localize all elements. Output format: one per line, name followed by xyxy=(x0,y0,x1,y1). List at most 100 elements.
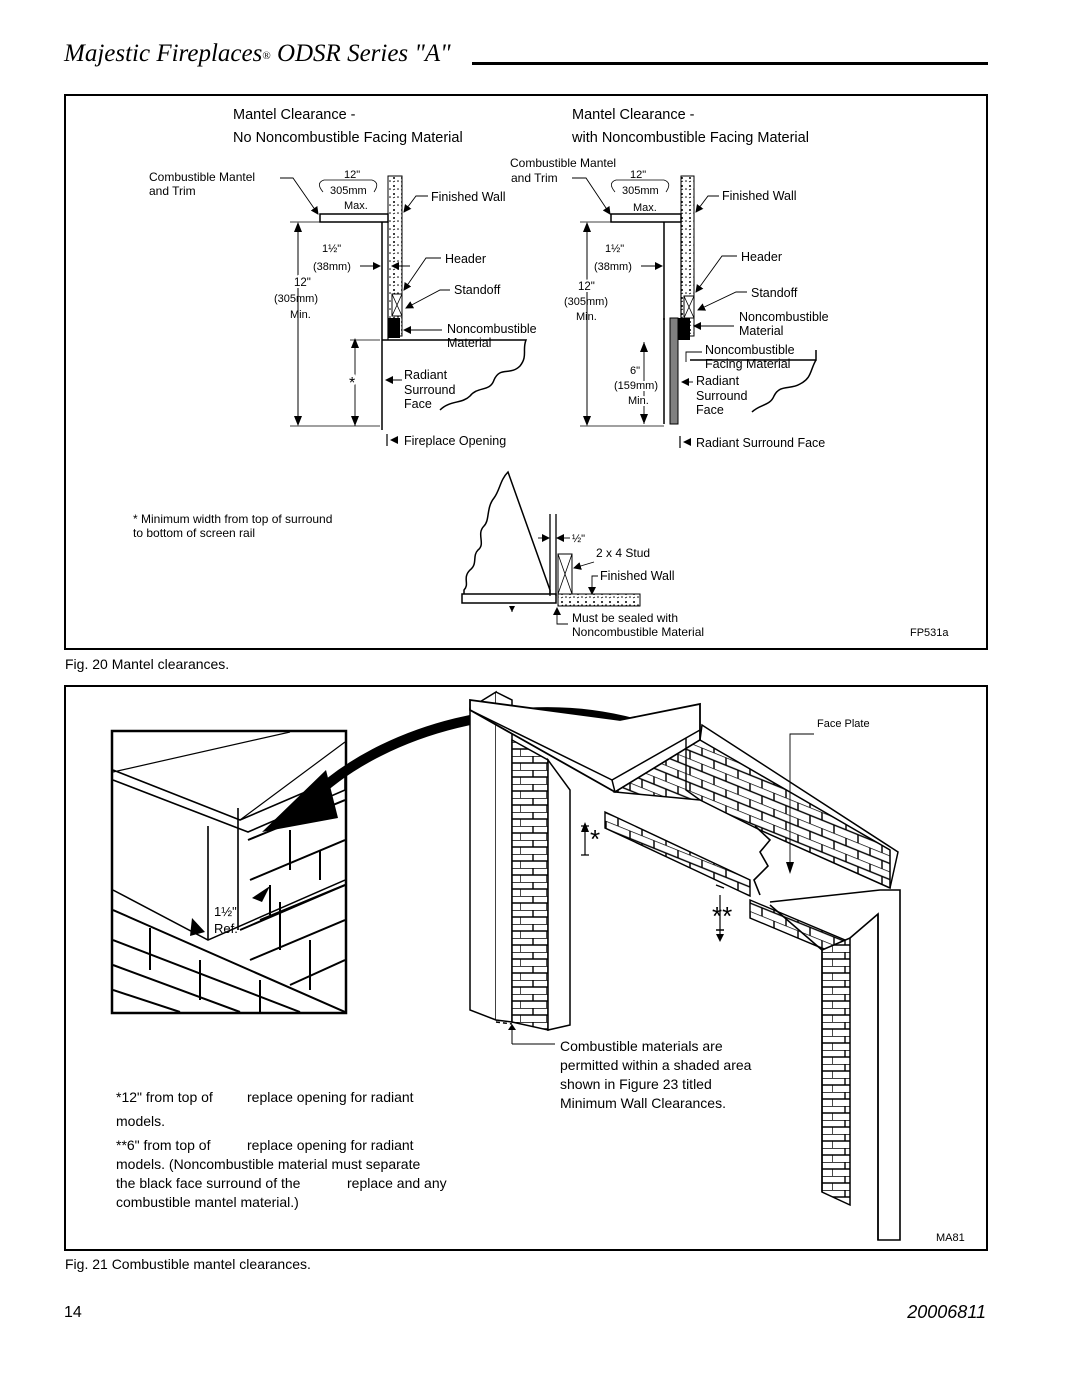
svg-text:Combustible Mantel: Combustible Mantel xyxy=(510,156,616,170)
svg-text:models. (Noncombustible materi: models. (Noncombustible material must se… xyxy=(116,1156,420,1172)
svg-text:½": ½" xyxy=(572,533,585,545)
left-pilaster xyxy=(469,690,497,1022)
figure-20-frame xyxy=(64,94,988,650)
svg-text:(159mm): (159mm) xyxy=(614,380,658,392)
stud-finished-wall xyxy=(557,593,641,607)
svg-text:permitted within a shaded area: permitted within a shaded area xyxy=(560,1057,752,1073)
page-header: Majestic Fireplaces® ODSR Series "A" xyxy=(64,40,988,80)
star-single: * xyxy=(590,824,600,854)
svg-text:12": 12" xyxy=(294,277,311,289)
svg-text:Noncombustible: Noncombustible xyxy=(447,322,537,336)
right-max-305: 305mm xyxy=(622,185,659,197)
inset-detail: 1½" Ref. xyxy=(110,729,348,1015)
svg-text:Radiant: Radiant xyxy=(404,368,448,382)
star-double: ** xyxy=(712,901,732,931)
left-mantel-shelf xyxy=(319,213,389,223)
svg-text:Min.: Min. xyxy=(576,311,597,323)
svg-text:Must be sealed with: Must be sealed with xyxy=(572,611,678,625)
svg-text:(38mm): (38mm) xyxy=(594,261,632,273)
svg-text:Max.: Max. xyxy=(633,202,657,214)
svg-text:Ref.: Ref. xyxy=(214,921,238,936)
figure-20-diagram: Mantel Clearance - No Noncombustible Fac… xyxy=(133,107,949,639)
svg-text:Radiant Surround Face: Radiant Surround Face xyxy=(696,436,825,450)
svg-text:and Trim: and Trim xyxy=(511,171,558,185)
svg-text:Header: Header xyxy=(741,250,782,264)
svg-text:Finished Wall: Finished Wall xyxy=(431,190,506,204)
left-brick-column xyxy=(511,738,549,1031)
svg-text:*: * xyxy=(349,375,355,392)
svg-text:replace opening for radiant: replace opening for radiant xyxy=(247,1137,414,1153)
right-noncombustible-facing xyxy=(669,317,679,425)
svg-text:Header: Header xyxy=(445,252,486,266)
svg-text:Facing Material: Facing Material xyxy=(705,357,790,371)
right-detail: 12" 305mm Max. Combustible Mantel and Tr… xyxy=(510,156,829,450)
svg-text:6": 6" xyxy=(630,365,640,377)
svg-text:Standoff: Standoff xyxy=(751,286,798,300)
svg-text:combustible mantel material.): combustible mantel material.) xyxy=(116,1194,299,1210)
svg-text:Max.: Max. xyxy=(344,200,368,212)
svg-text:Combustible Mantel: Combustible Mantel xyxy=(149,170,255,184)
header-rule xyxy=(472,62,988,65)
svg-text:Surround: Surround xyxy=(404,383,455,397)
fig20-footnote-2: to bottom of screen rail xyxy=(133,526,255,540)
left-heading-1: Mantel Clearance - xyxy=(233,107,356,123)
svg-text:12": 12" xyxy=(344,169,360,181)
right-heading-2: with Noncombustible Facing Material xyxy=(571,130,809,146)
svg-text:12": 12" xyxy=(294,277,311,289)
svg-text:Min.: Min. xyxy=(628,395,649,407)
svg-text:2 x 4 Stud: 2 x 4 Stud xyxy=(596,546,650,560)
svg-text:replace and any: replace and any xyxy=(347,1175,447,1191)
svg-text:Face: Face xyxy=(404,397,432,411)
stud-detail-mantel xyxy=(463,470,551,597)
right-heading-1: Mantel Clearance - xyxy=(572,107,695,123)
left-noncombustible-material xyxy=(388,318,400,338)
svg-text:Noncombustible: Noncombustible xyxy=(705,343,795,357)
svg-text:*12" from top of: *12" from top of xyxy=(116,1089,213,1105)
svg-text:(38mm): (38mm) xyxy=(313,261,351,273)
right-mantel-trim xyxy=(690,350,817,413)
svg-text:Noncombustible: Noncombustible xyxy=(739,310,829,324)
svg-text:shown in Figure 23 titled: shown in Figure 23 titled xyxy=(560,1076,712,1092)
svg-text:Min.: Min. xyxy=(290,309,311,321)
document-number: 20006811 xyxy=(907,1302,986,1322)
page-number: 14 xyxy=(64,1304,82,1321)
document-title: Majestic Fireplaces® ODSR Series "A" xyxy=(64,40,451,67)
right-noncombustible-material xyxy=(678,318,690,340)
left-max-305: 305mm xyxy=(330,185,367,197)
fig21-code: MA81 xyxy=(936,1232,965,1244)
svg-text:Surround: Surround xyxy=(696,389,747,403)
svg-text:**6" from top of: **6" from top of xyxy=(116,1137,211,1153)
svg-text:the black face surround of the: the black face surround of the xyxy=(116,1175,301,1191)
figure-20-caption: Fig. 20 Mantel clearances. xyxy=(65,656,230,672)
svg-text:*: * xyxy=(349,375,355,392)
svg-text:(159mm): (159mm) xyxy=(614,380,658,392)
fig20-code: FP531a xyxy=(910,627,949,639)
left-detail: 12" 305mm Max. Combustible Mantel and Tr… xyxy=(149,169,537,448)
svg-text:models.: models. xyxy=(116,1113,165,1129)
svg-text:12": 12" xyxy=(578,281,595,293)
svg-text:Radiant: Radiant xyxy=(696,374,740,388)
svg-text:Minimum Wall Clearances.: Minimum Wall Clearances. xyxy=(560,1095,726,1111)
svg-text:replace opening for radiant: replace opening for radiant xyxy=(247,1089,414,1105)
svg-text:Min.: Min. xyxy=(628,395,649,407)
shaded-band xyxy=(604,810,751,898)
figure-21-frame xyxy=(64,685,988,1251)
svg-text:Finished Wall: Finished Wall xyxy=(722,189,797,203)
svg-text:Material: Material xyxy=(739,324,783,338)
fig20-footnote-1: * Minimum width from top of surround xyxy=(133,512,332,526)
left-heading-2: No Noncombustible Facing Material xyxy=(233,130,463,146)
main-drawing: Face Plate * ** xyxy=(469,690,901,1241)
figure-21-diagram: 1½" Ref. Face Plate xyxy=(110,690,965,1244)
svg-text:(305mm): (305mm) xyxy=(274,293,318,305)
svg-text:12": 12" xyxy=(578,281,595,293)
svg-text:6": 6" xyxy=(630,365,640,377)
svg-text:1½": 1½" xyxy=(605,243,624,255)
svg-text:Material: Material xyxy=(447,336,491,350)
svg-text:Face Plate: Face Plate xyxy=(817,718,870,730)
svg-text:(305mm): (305mm) xyxy=(564,296,608,308)
svg-text:1½": 1½" xyxy=(322,243,341,255)
svg-text:Standoff: Standoff xyxy=(454,283,501,297)
stud-detail: ½" 2 x 4 Stud Finished Wall Must be seal… xyxy=(461,470,949,639)
svg-text:Combustible materials are: Combustible materials are xyxy=(560,1038,723,1054)
svg-text:12": 12" xyxy=(630,169,646,181)
